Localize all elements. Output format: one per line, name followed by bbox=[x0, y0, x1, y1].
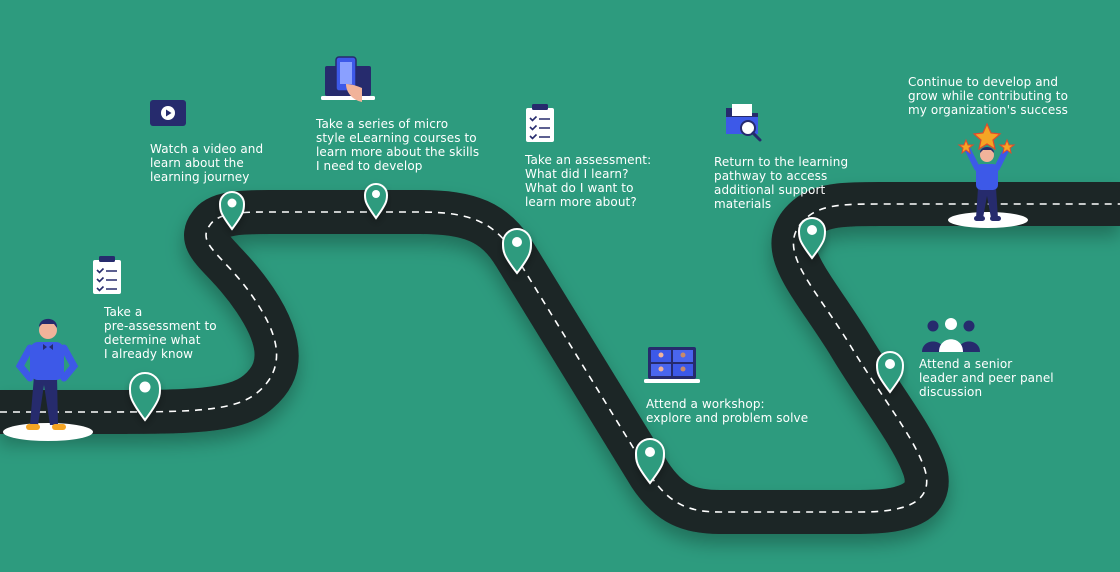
map-pin-2 bbox=[218, 191, 246, 231]
step-text-line: I already know bbox=[104, 347, 194, 361]
step-workshop-text: Attend a workshop: explore and problem s… bbox=[646, 397, 808, 425]
step-text-line: learning journey bbox=[150, 170, 250, 184]
step-continue-develop-text: Continue to develop and grow while contr… bbox=[908, 75, 1068, 117]
end-person-figure bbox=[948, 122, 1028, 228]
step-text-line: materials bbox=[714, 197, 772, 211]
step-text-line: pathway to access bbox=[714, 169, 828, 183]
step-text-line: explore and problem solve bbox=[646, 411, 809, 425]
step-text-line: learn more about? bbox=[525, 195, 637, 209]
step-text-line: leader and peer panel bbox=[919, 371, 1054, 385]
map-pin-6 bbox=[797, 217, 827, 260]
video-play-icon bbox=[150, 100, 186, 126]
step-text-line: Attend a workshop: bbox=[646, 397, 765, 411]
step-text-line: my organization's success bbox=[908, 103, 1069, 117]
step-return-pathway-text: Return to the learning pathway to access… bbox=[714, 155, 848, 211]
folder-search-icon bbox=[726, 104, 762, 142]
map-pin-5 bbox=[634, 438, 666, 485]
step-text-line: determine what bbox=[104, 333, 201, 347]
group-people-icon bbox=[922, 318, 980, 352]
step-text-line: additional support bbox=[714, 183, 826, 197]
step-text-line: Return to the learning bbox=[714, 155, 849, 169]
step-text-line: What did I learn? bbox=[525, 167, 629, 181]
step-text-line: I need to develop bbox=[316, 159, 423, 173]
step-text-line: style eLearning courses to bbox=[316, 131, 477, 145]
step-micro-courses-text: Take a series of micro style eLearning c… bbox=[316, 117, 479, 173]
start-person-figure bbox=[3, 318, 93, 441]
step-text-line: pre-assessment to bbox=[104, 319, 217, 333]
checklist-icon bbox=[526, 104, 554, 142]
step-text-line: learn about the bbox=[150, 156, 244, 170]
map-pins bbox=[128, 183, 905, 485]
step-text-line: Attend a senior bbox=[919, 357, 1013, 371]
step-watch-video-text: Watch a video and learn about the learni… bbox=[150, 142, 263, 184]
step-text-line: grow while contributing to bbox=[908, 89, 1069, 103]
step-text-line: Take a series of micro bbox=[316, 117, 449, 131]
step-panel-discussion-text: Attend a senior leader and peer panel di… bbox=[919, 357, 1054, 399]
map-pin-3 bbox=[363, 183, 389, 220]
step-text-line: Take a bbox=[104, 305, 143, 319]
step-text-line: Watch a video and bbox=[150, 142, 264, 156]
video-conference-icon bbox=[644, 347, 700, 383]
step-assessment-text: Take an assessment: What did I learn? Wh… bbox=[525, 153, 651, 209]
step-text-line: discussion bbox=[919, 385, 983, 399]
step-pre-assessment-text: Take a pre-assessment to determine what … bbox=[104, 305, 217, 361]
checklist-icon bbox=[93, 256, 121, 294]
step-text-line: Take an assessment: bbox=[525, 153, 652, 167]
step-text-line: learn more about the skills bbox=[316, 145, 480, 159]
map-pin-1 bbox=[128, 372, 162, 422]
road-center-dashes bbox=[0, 203, 1120, 513]
laptop-phone-icon bbox=[321, 56, 375, 102]
map-pin-4 bbox=[501, 228, 533, 275]
step-text-line: Continue to develop and bbox=[908, 75, 1059, 89]
map-pin-7 bbox=[875, 351, 905, 394]
step-text-line: What do I want to bbox=[525, 181, 634, 195]
